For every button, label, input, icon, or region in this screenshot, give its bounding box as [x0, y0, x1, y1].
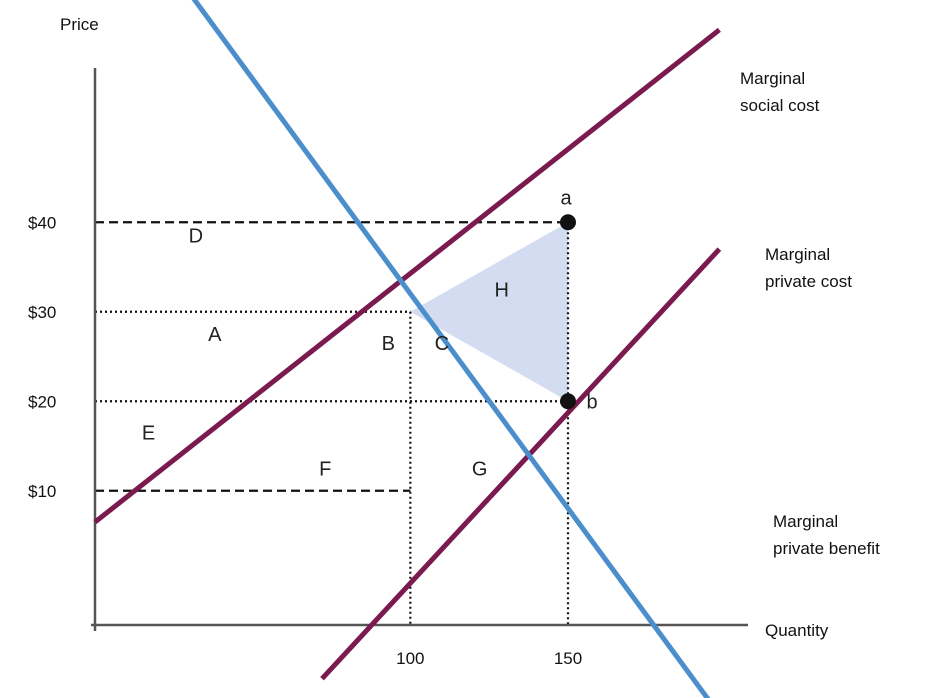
region-label-b: B: [382, 333, 395, 355]
marginal-private-cost-label: private cost: [765, 272, 852, 291]
region-label-e: E: [142, 423, 155, 445]
guide-lines-layer: [95, 221, 570, 625]
y-tick-label: $30: [28, 303, 56, 322]
x-tick-label: 100: [396, 649, 424, 668]
shaded-region-h: [410, 222, 568, 402]
curves-layer: [93, 0, 722, 698]
y-tick-label: $10: [28, 482, 56, 501]
points-layer: [560, 214, 576, 410]
marginal-private-cost-label: Marginal: [765, 245, 830, 264]
marginal-social-cost-label: Marginal: [740, 69, 805, 88]
region-label-d: D: [189, 226, 203, 248]
marginal-private-cost-line: [320, 247, 722, 681]
marginal-social-cost-line: [93, 27, 721, 525]
region-label-c: C: [435, 333, 449, 355]
y-tick-label: $40: [28, 213, 56, 232]
x-axis-title: Quantity: [765, 621, 829, 640]
labels-layer: PriceQuantity$10$20$30$40$80100150Margin…: [28, 15, 880, 668]
point-a: [560, 214, 576, 231]
region-label-h: H: [495, 279, 509, 301]
region-label-g: G: [472, 458, 488, 480]
axes-layer: [91, 68, 748, 631]
shaded-area-layer: [410, 222, 568, 402]
marginal-private-benefit-label: private benefit: [773, 539, 880, 558]
region-label-f: F: [319, 458, 331, 480]
y-tick-label: $20: [28, 392, 56, 411]
marginal-private-benefit-label: Marginal: [773, 512, 838, 531]
y-axis-title: Price: [60, 15, 99, 34]
point-b: [560, 393, 576, 410]
point-label-b: b: [586, 391, 597, 413]
x-tick-label: 150: [554, 649, 582, 668]
region-label-a: A: [208, 324, 222, 346]
point-label-a: a: [560, 187, 572, 209]
marginal-private-benefit-line: [191, 0, 711, 698]
marginal-social-cost-label: social cost: [740, 96, 820, 115]
